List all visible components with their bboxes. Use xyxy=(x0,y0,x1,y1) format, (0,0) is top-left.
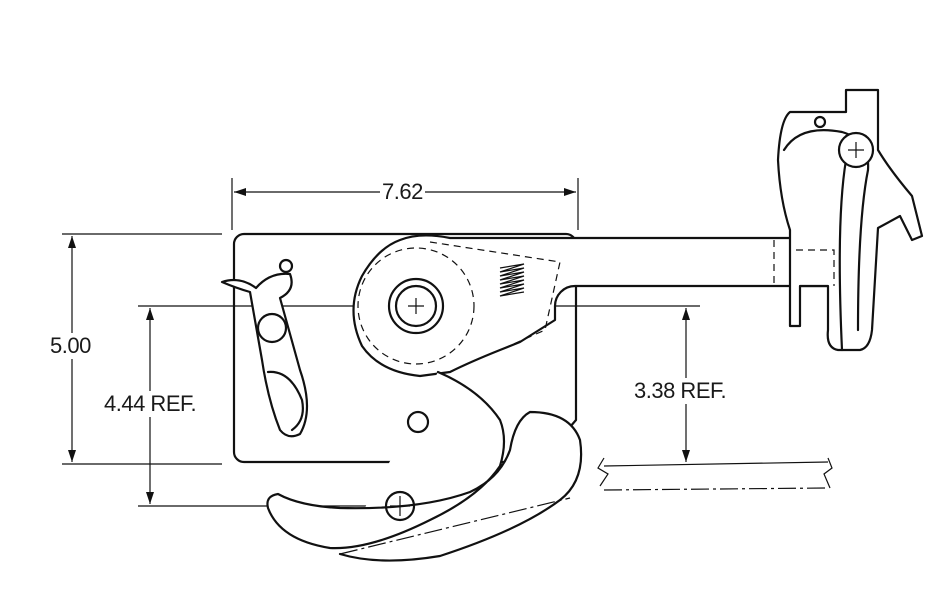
trigger-lever xyxy=(220,272,309,438)
base-plate xyxy=(232,232,578,464)
spring xyxy=(499,263,525,297)
striker-surface xyxy=(597,457,833,491)
striker-height-dimension: 3.38 REF. xyxy=(632,378,729,404)
height-dimension: 5.00 xyxy=(48,333,93,359)
handle-pivot-marker xyxy=(384,490,416,522)
latch-handle xyxy=(266,370,583,562)
striker-bracket xyxy=(773,88,924,352)
width-dimension: 7.62 xyxy=(380,179,425,205)
pivot-height-dimension: 4.44 REF. xyxy=(102,391,199,417)
mounting-hole xyxy=(406,410,430,434)
trigger-pivot xyxy=(256,312,288,344)
pivot-pin xyxy=(394,284,438,328)
mounting-hole xyxy=(278,258,294,274)
